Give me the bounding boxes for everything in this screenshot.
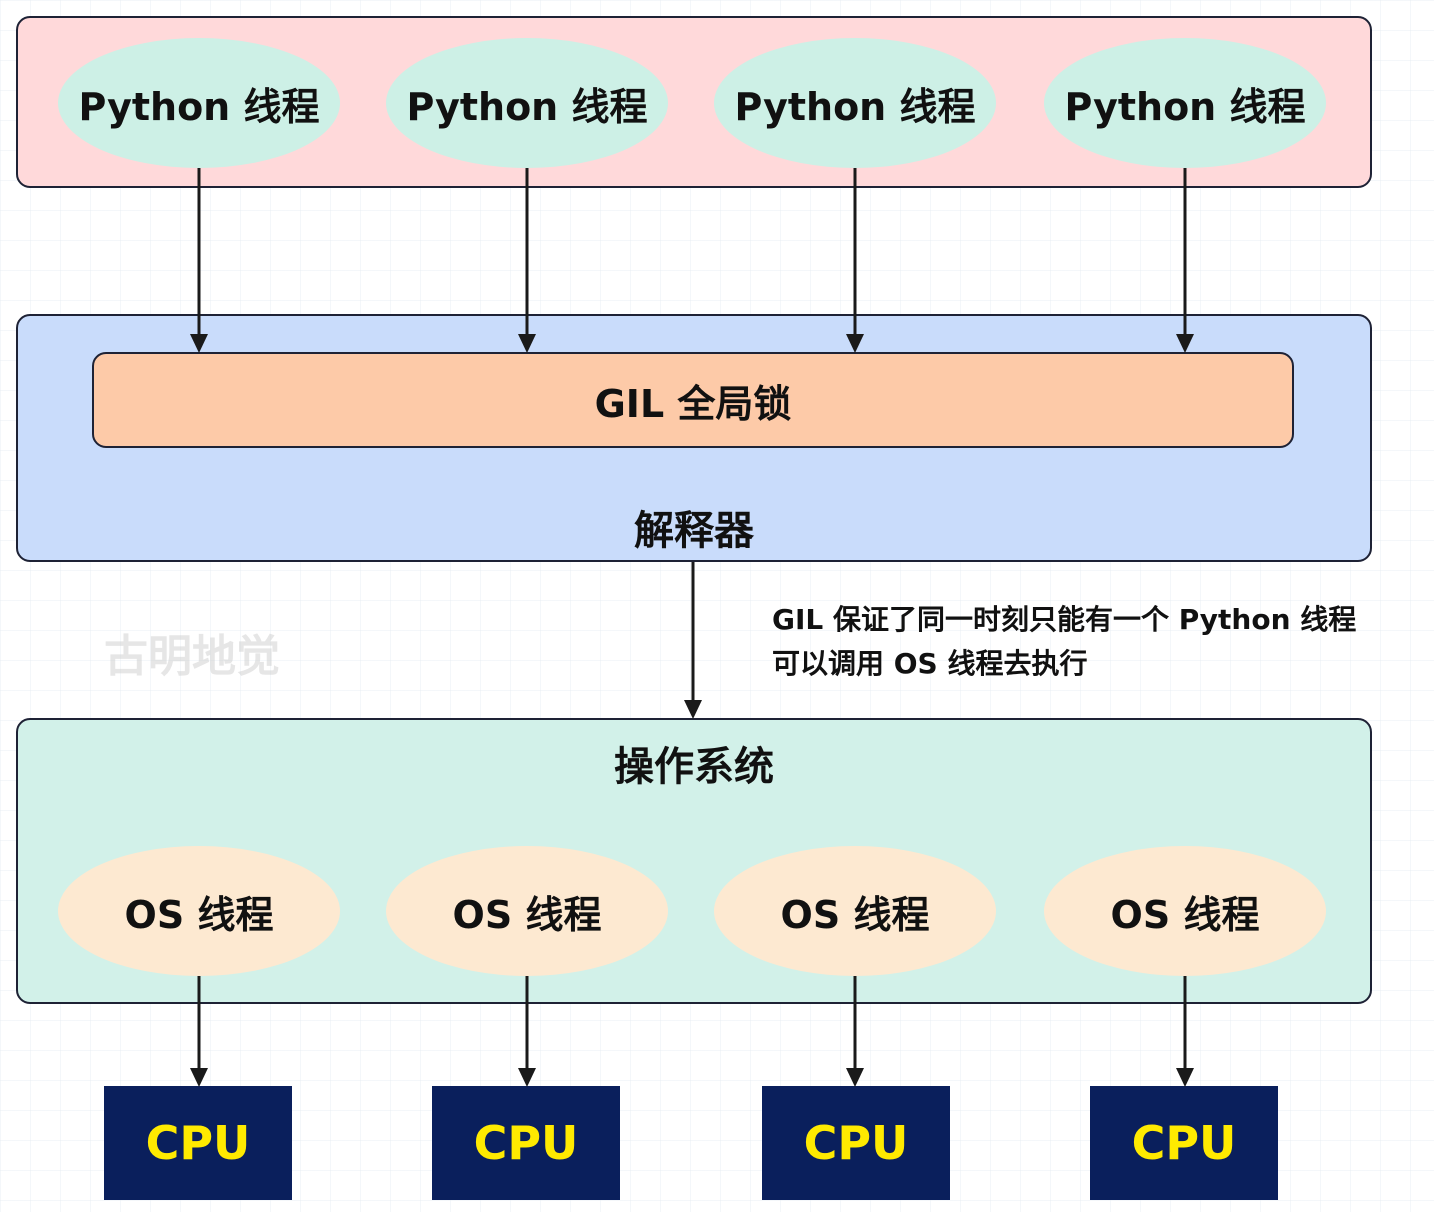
arrowhead-icon (518, 1068, 536, 1087)
python-thread: Python 线程 (386, 38, 668, 168)
python-thread: Python 线程 (1044, 38, 1326, 168)
watermark: 古明地觉 (104, 631, 280, 682)
os-layer-label: 操作系统 (614, 744, 774, 790)
cpu-box: CPU (432, 1086, 620, 1200)
python-thread: Python 线程 (58, 38, 340, 168)
os-thread: OS 线程 (386, 846, 668, 976)
os-thread: OS 线程 (1044, 846, 1326, 976)
gil-lock-box: GIL 全局锁 (92, 352, 1294, 448)
arrowhead-icon (1176, 1068, 1194, 1087)
cpu-box: CPU (1090, 1086, 1278, 1200)
os-thread: OS 线程 (58, 846, 340, 976)
cpu-box: CPU (762, 1086, 950, 1200)
gil-note-line-2: 可以调用 OS 线程去执行 (772, 647, 1088, 680)
gil-note: GIL 保证了同一时刻只能有一个 Python 线程 可以调用 OS 线程去执行 (772, 598, 1356, 686)
arrowhead-icon (518, 334, 536, 353)
interpreter-label: 解释器 (634, 508, 754, 554)
python-thread: Python 线程 (714, 38, 996, 168)
arrowhead-icon (190, 334, 208, 353)
arrowhead-icon (846, 1068, 864, 1087)
gil-lock-label: GIL 全局锁 (594, 381, 792, 426)
arrowhead-icon (1176, 334, 1194, 353)
os-thread: OS 线程 (714, 846, 996, 976)
cpu-box: CPU (104, 1086, 292, 1200)
arrowhead-icon (190, 1068, 208, 1087)
gil-note-line-1: GIL 保证了同一时刻只能有一个 Python 线程 (772, 603, 1357, 636)
arrowhead-icon (684, 700, 702, 719)
arrowhead-icon (846, 334, 864, 353)
